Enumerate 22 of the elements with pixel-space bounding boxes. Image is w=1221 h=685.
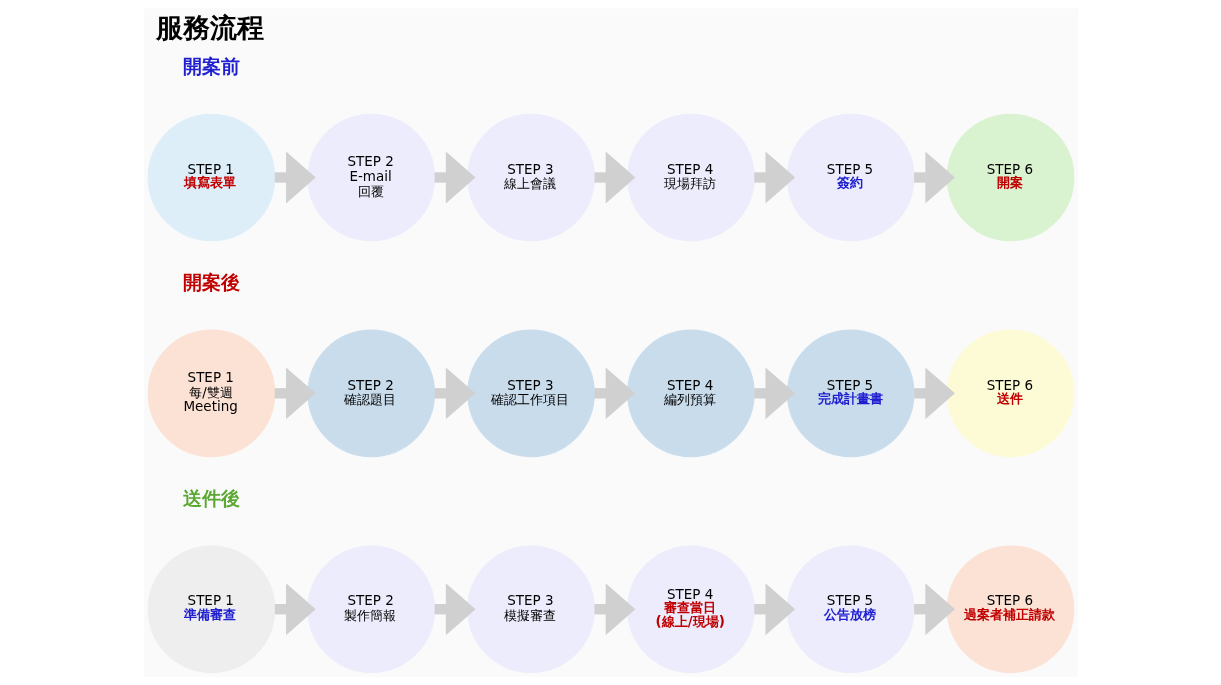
diagram-title: 服務流程: [155, 12, 264, 44]
node-circle: STEP 5 簽約: [786, 113, 915, 242]
node-circle: STEP 4 編列預算: [626, 329, 755, 458]
node-circle: STEP 1 填寫表單: [147, 113, 275, 242]
label: 開案後: [182, 271, 240, 293]
node-circle: STEP 2 確認題目: [306, 329, 435, 458]
node-circle: STEP 3 模擬審查: [466, 545, 595, 674]
node-circle: STEP 1 每/雙週 Meeting: [147, 329, 275, 458]
node-circle: STEP 1 準備審查: [147, 545, 275, 674]
node-circle: STEP 6 過案者補正請款: [946, 545, 1074, 674]
label: 開案前: [182, 56, 240, 78]
node-circle: STEP 5 完成計畫書: [786, 329, 915, 458]
label: 送件後: [182, 487, 240, 509]
node-circle: STEP 3 確認工作項目: [466, 329, 595, 458]
node-circle: STEP 2 E-mail 回覆: [306, 113, 435, 242]
node-circle: STEP 2 製作簡報: [306, 545, 435, 674]
node-circle: STEP 3 線上會議: [466, 113, 595, 242]
node-circle: STEP 6 開案: [946, 113, 1074, 242]
node-circle: STEP 4 審查當日(線上/現場): [626, 545, 755, 674]
node-circle: STEP 5 公告放榜: [786, 545, 915, 674]
node-circle: STEP 4 現場拜訪: [626, 113, 755, 242]
node-circle: STEP 6 送件: [946, 329, 1074, 458]
